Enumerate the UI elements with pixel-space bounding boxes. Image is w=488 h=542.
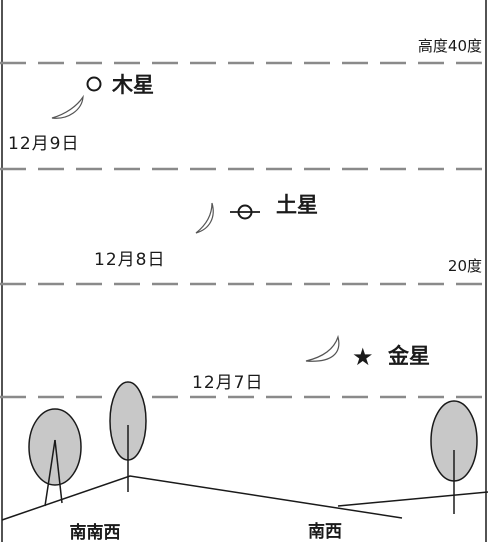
jupiter-label: 木星 [111, 73, 154, 97]
altitude-label-40: 高度40度 [418, 37, 482, 55]
altitude-label-20: 20度 [448, 257, 482, 275]
jupiter-icon [86, 76, 102, 92]
tree-left-trunk [44, 439, 56, 507]
venus-label: 金星 [387, 344, 430, 368]
moon-dec7-icon [305, 334, 340, 362]
tree-left-trunk-2 [54, 439, 63, 504]
moon-dec7-label: 12月7日 [192, 373, 263, 393]
moon-dec8-label: 12月8日 [94, 250, 165, 270]
saturn-icon [237, 204, 253, 220]
tree-left-icon [28, 408, 82, 486]
moon-dec9-icon [51, 94, 84, 119]
saturn-label: 土星 [276, 193, 318, 217]
moon-dec9-label: 12月9日 [8, 134, 79, 154]
direction-south-southwest: 南南西 [70, 522, 121, 542]
horizon-line-right [337, 491, 488, 507]
direction-southwest: 南西 [308, 521, 342, 542]
moon-dec8-icon [195, 202, 214, 234]
venus-star-icon: ★ [352, 343, 374, 371]
